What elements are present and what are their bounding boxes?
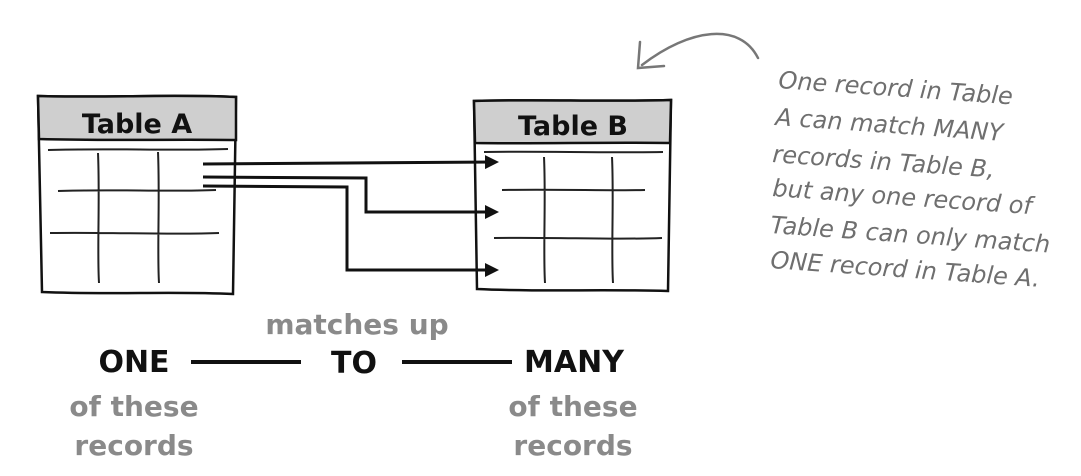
- table-a-header: [36, 94, 238, 142]
- table-a: Table A: [36, 94, 238, 296]
- connector-caption: matches up: [265, 308, 448, 341]
- many-caption-line-2: records: [513, 429, 632, 462]
- table-b-title: Table B: [518, 111, 628, 142]
- to-label: TO: [331, 346, 377, 381]
- arrow-to-row-2: [202, 175, 499, 219]
- annotation-line-1: One record in Table: [778, 66, 1014, 110]
- relationship-legend: matches up ONE TO MANY of these records …: [69, 308, 637, 462]
- curved-arrow-icon: [640, 32, 760, 67]
- table-b-grid: [483, 150, 664, 284]
- one-caption-line-2: records: [74, 429, 193, 462]
- table-a-grid: [47, 148, 229, 284]
- many-caption-line-1: of these: [508, 390, 637, 423]
- one-label: ONE: [98, 345, 169, 380]
- table-b-header: [472, 98, 673, 145]
- annotation-pointer: [636, 32, 760, 70]
- table-b: Table B: [472, 98, 673, 293]
- relationship-arrows: [202, 155, 499, 277]
- table-a-title: Table A: [82, 109, 192, 140]
- one-caption-line-1: of these: [69, 390, 198, 423]
- arrow-to-row-3: [202, 184, 499, 277]
- curved-arrow-head-icon: [636, 40, 666, 70]
- many-label: MANY: [524, 345, 625, 380]
- annotation-line-2: A can match MANY: [773, 103, 1007, 147]
- annotation: One record in Table A can match MANY rec…: [770, 66, 1052, 293]
- arrow-to-row-1: [202, 155, 499, 170]
